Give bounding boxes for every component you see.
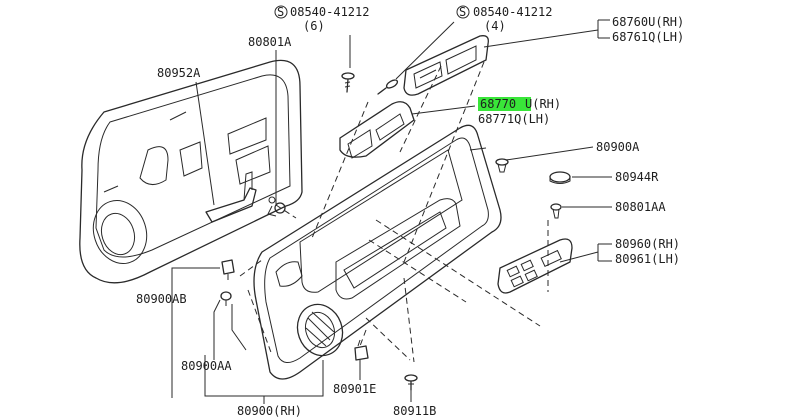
label-68761q-lh: 68761Q(LH)	[612, 30, 684, 44]
label-80900-rh: 80900(RH)	[237, 404, 302, 418]
label-08540-41212-right: 08540-41212	[473, 5, 552, 19]
label-68770-highlight: 68770	[480, 97, 516, 111]
s-mark-circle-left	[274, 5, 288, 19]
label-qty-6: (6)	[303, 19, 325, 33]
label-80960-rh: 80960(RH)	[615, 237, 680, 251]
label-80900a: 80900A	[596, 140, 640, 154]
label-80900ab: 80900AB	[136, 292, 187, 306]
label-qty-4: (4)	[484, 19, 506, 33]
s-mark-right: S	[459, 5, 466, 19]
label-80961-lh: 80961(LH)	[615, 252, 680, 266]
label-80952a: 80952A	[157, 66, 201, 80]
label-68770-rh: U(RH)	[525, 97, 561, 111]
clip-80900a	[495, 158, 509, 173]
inner-door-panel	[79, 59, 303, 284]
label-80911b: 80911B	[393, 404, 436, 418]
label-68760u-rh: 68760U(RH)	[612, 15, 684, 29]
clip-80901e	[354, 339, 369, 361]
screw-right	[377, 79, 399, 95]
screw-left	[341, 72, 355, 93]
label-08540-41212-left: 08540-41212	[290, 5, 369, 19]
cap-80944r	[549, 171, 571, 184]
escutcheon-68760	[403, 35, 489, 96]
bezel-68770	[339, 101, 415, 159]
door-trim-80900	[253, 124, 502, 380]
label-68771q-lh: 68771Q(LH)	[478, 112, 550, 126]
leader-lines	[171, 19, 612, 404]
label-80801a: 80801A	[248, 35, 292, 49]
s-mark-left: S	[277, 5, 284, 19]
label-80901e: 80901E	[333, 382, 376, 396]
label-80801aa: 80801AA	[615, 200, 666, 214]
highlight-68770	[478, 97, 531, 111]
clip-80900ab	[221, 259, 235, 280]
label-80944r: 80944R	[615, 170, 659, 184]
clip-80801aa	[550, 203, 562, 219]
s-mark-circle-right	[456, 5, 470, 19]
bracket-80952a	[205, 171, 276, 223]
clip-80801a	[267, 202, 286, 217]
label-80900aa: 80900AA	[181, 359, 232, 373]
screw-80911b	[404, 374, 418, 391]
switch-panel-80960	[497, 238, 573, 294]
clip-80900aa	[220, 291, 232, 306]
